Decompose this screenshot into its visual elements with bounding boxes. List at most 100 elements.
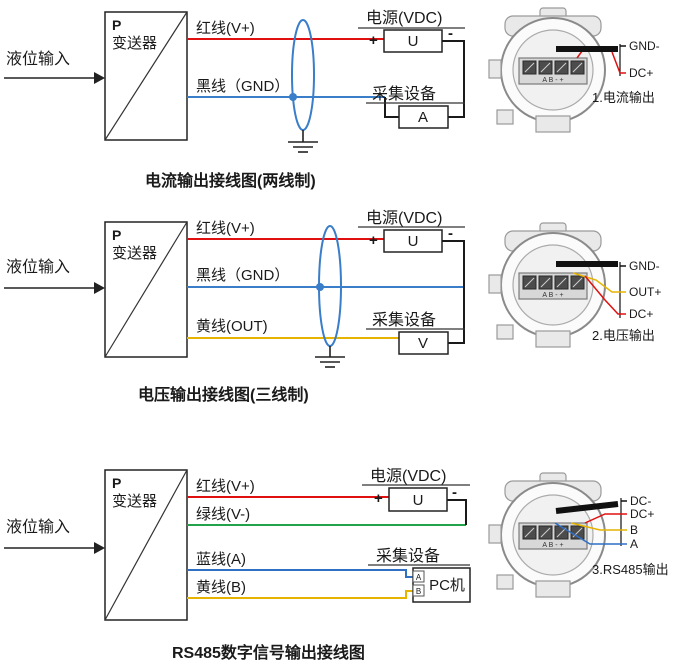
housing-conduit <box>496 324 514 340</box>
minus-return-wire <box>447 499 467 525</box>
terminal-pin-labels: A B - + <box>542 292 563 299</box>
terminal-label-dc-plus: DC+ <box>629 66 653 80</box>
red-wire-label: 红线(V+) <box>196 20 255 37</box>
terminal-label-a: A <box>630 537 638 551</box>
housing-neck <box>535 330 571 348</box>
power-minus-sign: - <box>448 225 453 242</box>
housing-neck <box>535 115 571 133</box>
ground-symbol <box>315 346 345 368</box>
a-wire <box>554 522 621 545</box>
pc-port-b-box <box>412 584 425 597</box>
collector-unit: A <box>418 109 428 126</box>
yellow-wire <box>187 590 413 599</box>
section-rs485-output: 液位输入 P 变送器 红线(V+) 绿线(V-) 蓝线(A) 黄线(B) 电源(… <box>4 467 669 662</box>
gnd-wire-bend <box>384 97 399 118</box>
housing-side-tab <box>488 59 502 79</box>
terminal-pin-labels: A B - + <box>542 77 563 84</box>
section-caption: 电压输出接线图(三线制) <box>138 385 309 404</box>
b-wire <box>570 522 621 531</box>
pc-port-b-label: B <box>416 587 421 596</box>
housing-neck <box>535 580 571 598</box>
screw-slot <box>556 62 567 73</box>
pc-port-a-box <box>412 570 425 583</box>
terminal-label-dc-plus: DC+ <box>630 507 654 521</box>
input-label: 液位输入 <box>6 258 70 276</box>
terminal-label-gnd: GND- <box>629 259 660 273</box>
terminal-caption: 1.电流输出 <box>592 90 655 105</box>
yellow-wire-label: 黄线(B) <box>196 579 246 596</box>
blue-wire <box>187 569 413 578</box>
terminal-label-dc-minus: DC- <box>630 494 651 508</box>
dc-plus-wire <box>584 513 621 524</box>
collector-unit: V <box>418 335 428 352</box>
out-wire-label: 黄线(OUT) <box>196 318 268 335</box>
power-plus-sign: + <box>369 32 378 49</box>
input-label: 液位输入 <box>6 518 70 536</box>
screw-slot <box>556 277 567 288</box>
collector-label: 采集设备 <box>376 547 440 565</box>
power-label: 电源(VDC) <box>366 9 442 27</box>
section-voltage-output: 液位输入 P 变送器 红线(V+) 黑线（GND） 黄线(OUT) 电源(VDC… <box>4 209 661 404</box>
section-caption: 电流输出接线图(两线制) <box>145 171 316 190</box>
power-unit: U <box>413 492 424 509</box>
transmitter-terminal-illustration-3: A B - + DC- DC+ B A 3.RS485输出 <box>488 472 669 598</box>
pc-port-a-label: A <box>416 573 422 582</box>
transmitter-p-label: P <box>112 475 121 491</box>
screw-slot <box>540 62 551 73</box>
housing-side-tab <box>488 524 502 544</box>
terminal-label-gnd: GND- <box>629 39 660 53</box>
power-unit: U <box>408 233 419 250</box>
section-current-output: 液位输入 P 变送器 红线(V+) 黑线（GND） 电源(VDC) + U - … <box>4 7 660 190</box>
transmitter-name: 变送器 <box>112 245 157 262</box>
power-label: 电源(VDC) <box>366 209 442 227</box>
power-label: 电源(VDC) <box>370 467 446 485</box>
red-wire-label: 红线(V+) <box>196 478 255 495</box>
input-arrow-head <box>94 282 105 294</box>
output-cable <box>555 501 619 514</box>
collector-box <box>398 105 449 129</box>
terminal-caption: 2.电压输出 <box>592 328 655 343</box>
transmitter-terminal-illustration-2: A B - + GND- OUT+ DC+ 2.电压输出 <box>488 222 661 348</box>
input-label: 液位输入 <box>6 50 70 68</box>
terminal-caption: 3.RS485输出 <box>592 562 669 577</box>
red-wire-label: 红线(V+) <box>196 220 255 237</box>
screw-slot <box>572 277 583 288</box>
terminal-label-out-plus: OUT+ <box>629 285 661 299</box>
blue-wire-label: 蓝线(A) <box>196 551 246 568</box>
screw-slot <box>572 62 583 73</box>
ground-symbol <box>288 130 318 153</box>
transmitter-diagonal <box>104 11 188 141</box>
power-plus-sign: + <box>374 490 383 507</box>
input-arrow-head <box>94 542 105 554</box>
screw-slot <box>524 62 535 73</box>
transmitter-name: 变送器 <box>112 35 157 52</box>
terminal-pin-labels: A B - + <box>542 542 563 549</box>
power-unit: U <box>408 33 419 50</box>
collector-box <box>398 331 449 355</box>
transmitter-name: 变送器 <box>112 493 157 510</box>
housing-conduit <box>496 574 514 590</box>
shield-node-dot <box>316 283 324 291</box>
loop-return-wire <box>442 40 465 118</box>
gnd-wire-label: 黑线（GND） <box>196 267 289 284</box>
terminal-label-dc-plus: DC+ <box>629 307 653 321</box>
input-arrow-head <box>94 72 105 84</box>
dc-plus-wire <box>611 51 621 74</box>
transmitter-diagonal <box>104 221 188 358</box>
transmitter-p-label: P <box>112 227 121 243</box>
power-minus-sign: - <box>452 484 457 501</box>
collector-label: 采集设备 <box>372 85 436 103</box>
section-caption: RS485数字信号输出接线图 <box>172 643 365 662</box>
housing-side-tab <box>488 274 502 294</box>
shield-node-dot <box>289 93 297 101</box>
collector-label: 采集设备 <box>372 311 436 329</box>
power-minus-sign: - <box>448 25 453 42</box>
power-plus-sign: + <box>369 232 378 249</box>
shield-ellipse <box>291 19 315 131</box>
loop-return-wire <box>442 240 465 344</box>
transmitter-p-label: P <box>112 17 121 33</box>
power-supply-box <box>388 487 448 512</box>
screw-slot <box>524 277 535 288</box>
green-wire-label: 绿线(V-) <box>196 506 250 523</box>
